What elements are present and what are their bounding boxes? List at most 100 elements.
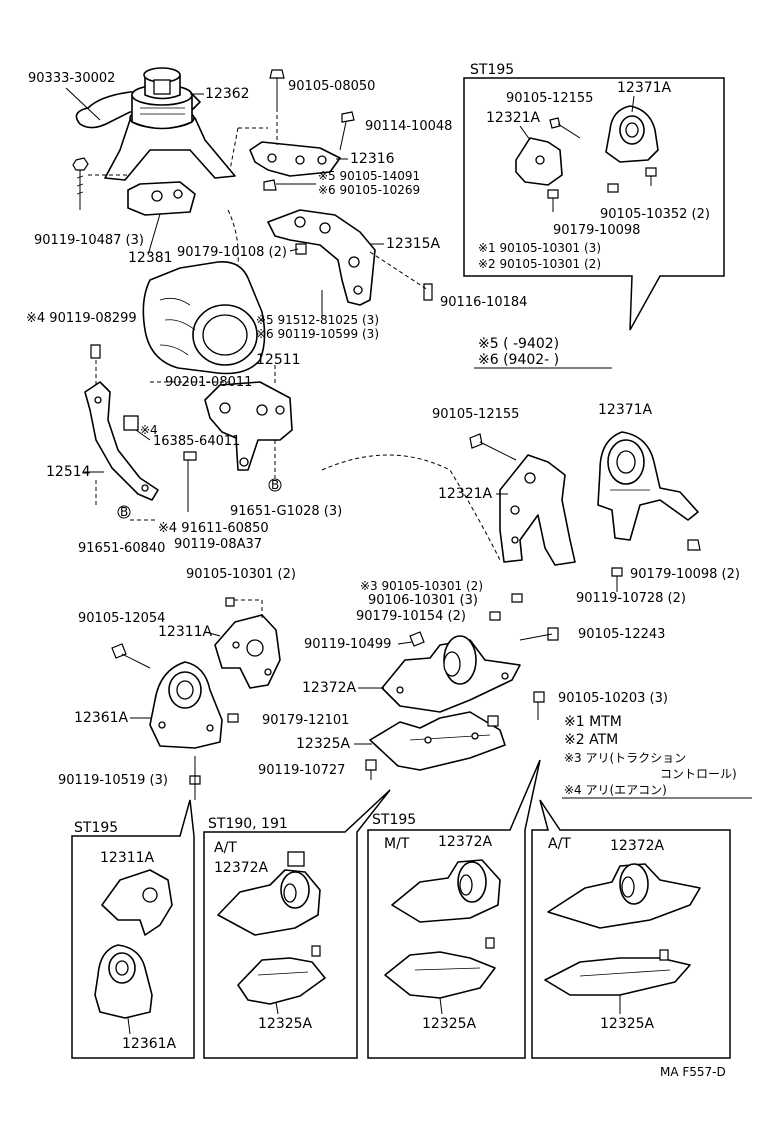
label-90114-10048: 90114-10048 [365,119,452,134]
label-90333-30002: 90333-30002 [28,71,115,86]
st195-top-90179-10098: 90179-10098 [553,223,640,238]
label-90105-08050: 90105-08050 [288,79,375,94]
legend-2: ※2 ATM [564,732,618,748]
st195-top-12371A: 12371A [617,80,672,96]
bracket-12321A-main [469,433,576,566]
label-90119-10728: 90119-10728 (2) [576,591,686,606]
st195-top-90105-12155: 90105-12155 [506,91,593,106]
label-90119-08A37: 90119-08A37 [174,537,262,552]
panel4-top-label: 12372A [610,838,665,854]
date-note-6: ※6 (9402- ) [478,352,559,368]
dashed-guide-mid [321,454,501,561]
label-16385-asterisk: ※4 [140,423,158,437]
marker-b-1 [268,478,282,492]
label-12321A-main: 12321A [438,486,493,502]
panel-st195-at-frame [531,799,731,1059]
bolt-90119-10487 [72,157,128,210]
st195-top-title: ST195 [470,62,514,78]
panel3-bottom-label: 12325A [422,1016,477,1032]
label-90179-12101: 90179-12101 [262,713,349,728]
bracket-12514 [84,344,230,512]
label-12511: 12511 [256,352,301,368]
label-90179-10108: 90179-10108 (2) [177,245,287,260]
mount-12361A-main [111,643,239,800]
panel2-sub: A/T [214,840,237,856]
legend-3: ※3 アリ(トラクション [564,751,686,765]
label-91651-60840: 91651-60840 [78,541,165,556]
panel1-bottom-label: 12361A [122,1036,177,1052]
label-16385-64011: 16385-64011 [153,434,240,449]
marker-b-2 [117,505,131,519]
panel-st195-mt-frame [367,759,541,1059]
label-90105-10269: ※6 90105-10269 [318,183,420,197]
marker-b-2-text: B [120,505,128,519]
label-90105-10301-2: 90105-10301 (2) [186,567,296,582]
label-12361A-main: 12361A [74,710,129,726]
label-91651-G1028: 91651-G1028 (3) [230,504,342,519]
legend-1: ※1 MTM [564,714,622,730]
bracket-12311A-main [214,597,281,689]
label-90179-10098-main: 90179-10098 (2) [630,567,740,582]
label-90179-10154: 90179-10154 (2) [356,609,466,624]
mount-12372A-main [381,611,559,720]
mount-12371A-main [597,431,701,592]
bracket-12316 [229,69,355,191]
label-90119-10499: 90119-10499 [304,637,391,652]
label-90119-10599: ※6 90119-10599 (3) [256,327,379,341]
label-12371A-main: 12371A [598,402,653,418]
label-90105-10301-asterisk3: ※3 90105-10301 (2) [360,579,483,593]
st195-top-90105-10352: 90105-10352 (2) [600,207,710,222]
label-90116-10184: 90116-10184 [440,295,527,310]
panel4-parts [544,863,701,996]
labels-layer: 90333-30002 12362 90105-08050 90114-1004… [26,62,740,1079]
label-91512-81025: ※5 91512-81025 (3) [256,313,379,327]
legend-3b: コントロール) [660,767,737,781]
bracket-12511 [204,365,293,478]
panel1-top-label: 12311A [100,850,155,866]
st195-inset-box [463,77,725,331]
marker-b-1-text: B [271,478,279,492]
panel4-bottom-label: 12325A [600,1016,655,1032]
label-90119-08299: ※4 90119-08299 [26,311,137,326]
date-note-5: ※5 ( -9402) [478,336,559,352]
label-90119-10487: 90119-10487 (3) [34,233,144,248]
label-90105-12155-main: 90105-12155 [432,407,519,422]
st195-top-90105-10301-a: ※1 90105-10301 (3) [478,241,601,255]
st195-top-12321A: 12321A [486,110,541,126]
panel2-parts [217,851,326,1005]
legend-4: ※4 アリ(エアコン) [564,783,667,797]
transaxle-housing [142,209,266,375]
label-90105-12243: 90105-12243 [578,627,665,642]
bracket-12325A-main [365,711,506,780]
panel2-bottom-label: 12325A [258,1016,313,1032]
panel-st195-left-frame [71,799,195,1059]
panel4-sub: A/T [548,836,571,852]
label-12311A-main: 12311A [158,624,213,640]
label-12325A-main: 12325A [296,736,351,752]
label-90105-10203: 90105-10203 (3) [558,691,668,706]
label-12362: 12362 [205,86,250,102]
panel3-sub: M/T [384,836,410,852]
label-90105-14091: ※5 90105-14091 [318,169,420,183]
panel2-top-label: 12372A [214,860,269,876]
label-12316: 12316 [350,151,395,167]
panel-st190-frame [203,789,391,1059]
label-90106-10301: 90106-10301 (3) [368,593,478,608]
label-12381: 12381 [128,250,173,266]
panel3-parts [384,859,501,999]
label-90201-08011: 90201-08011 [165,375,252,390]
mount-block-12381 [127,181,196,216]
bracket-12315A [267,209,433,306]
panel3-title: ST195 [372,812,416,828]
label-90105-12054: 90105-12054 [78,611,165,626]
engine-mount-12362 [75,67,236,181]
panel1-title: ST195 [74,820,118,836]
diagram-code: MA F557-D [660,1065,726,1079]
label-12372A-main: 12372A [302,680,357,696]
label-12514: 12514 [46,464,91,480]
label-90119-10727: 90119-10727 [258,763,345,778]
panel1-parts [94,869,173,1019]
panel2-title: ST190, 191 [208,816,288,832]
label-91611-60850: ※4 91611-60850 [158,521,269,536]
